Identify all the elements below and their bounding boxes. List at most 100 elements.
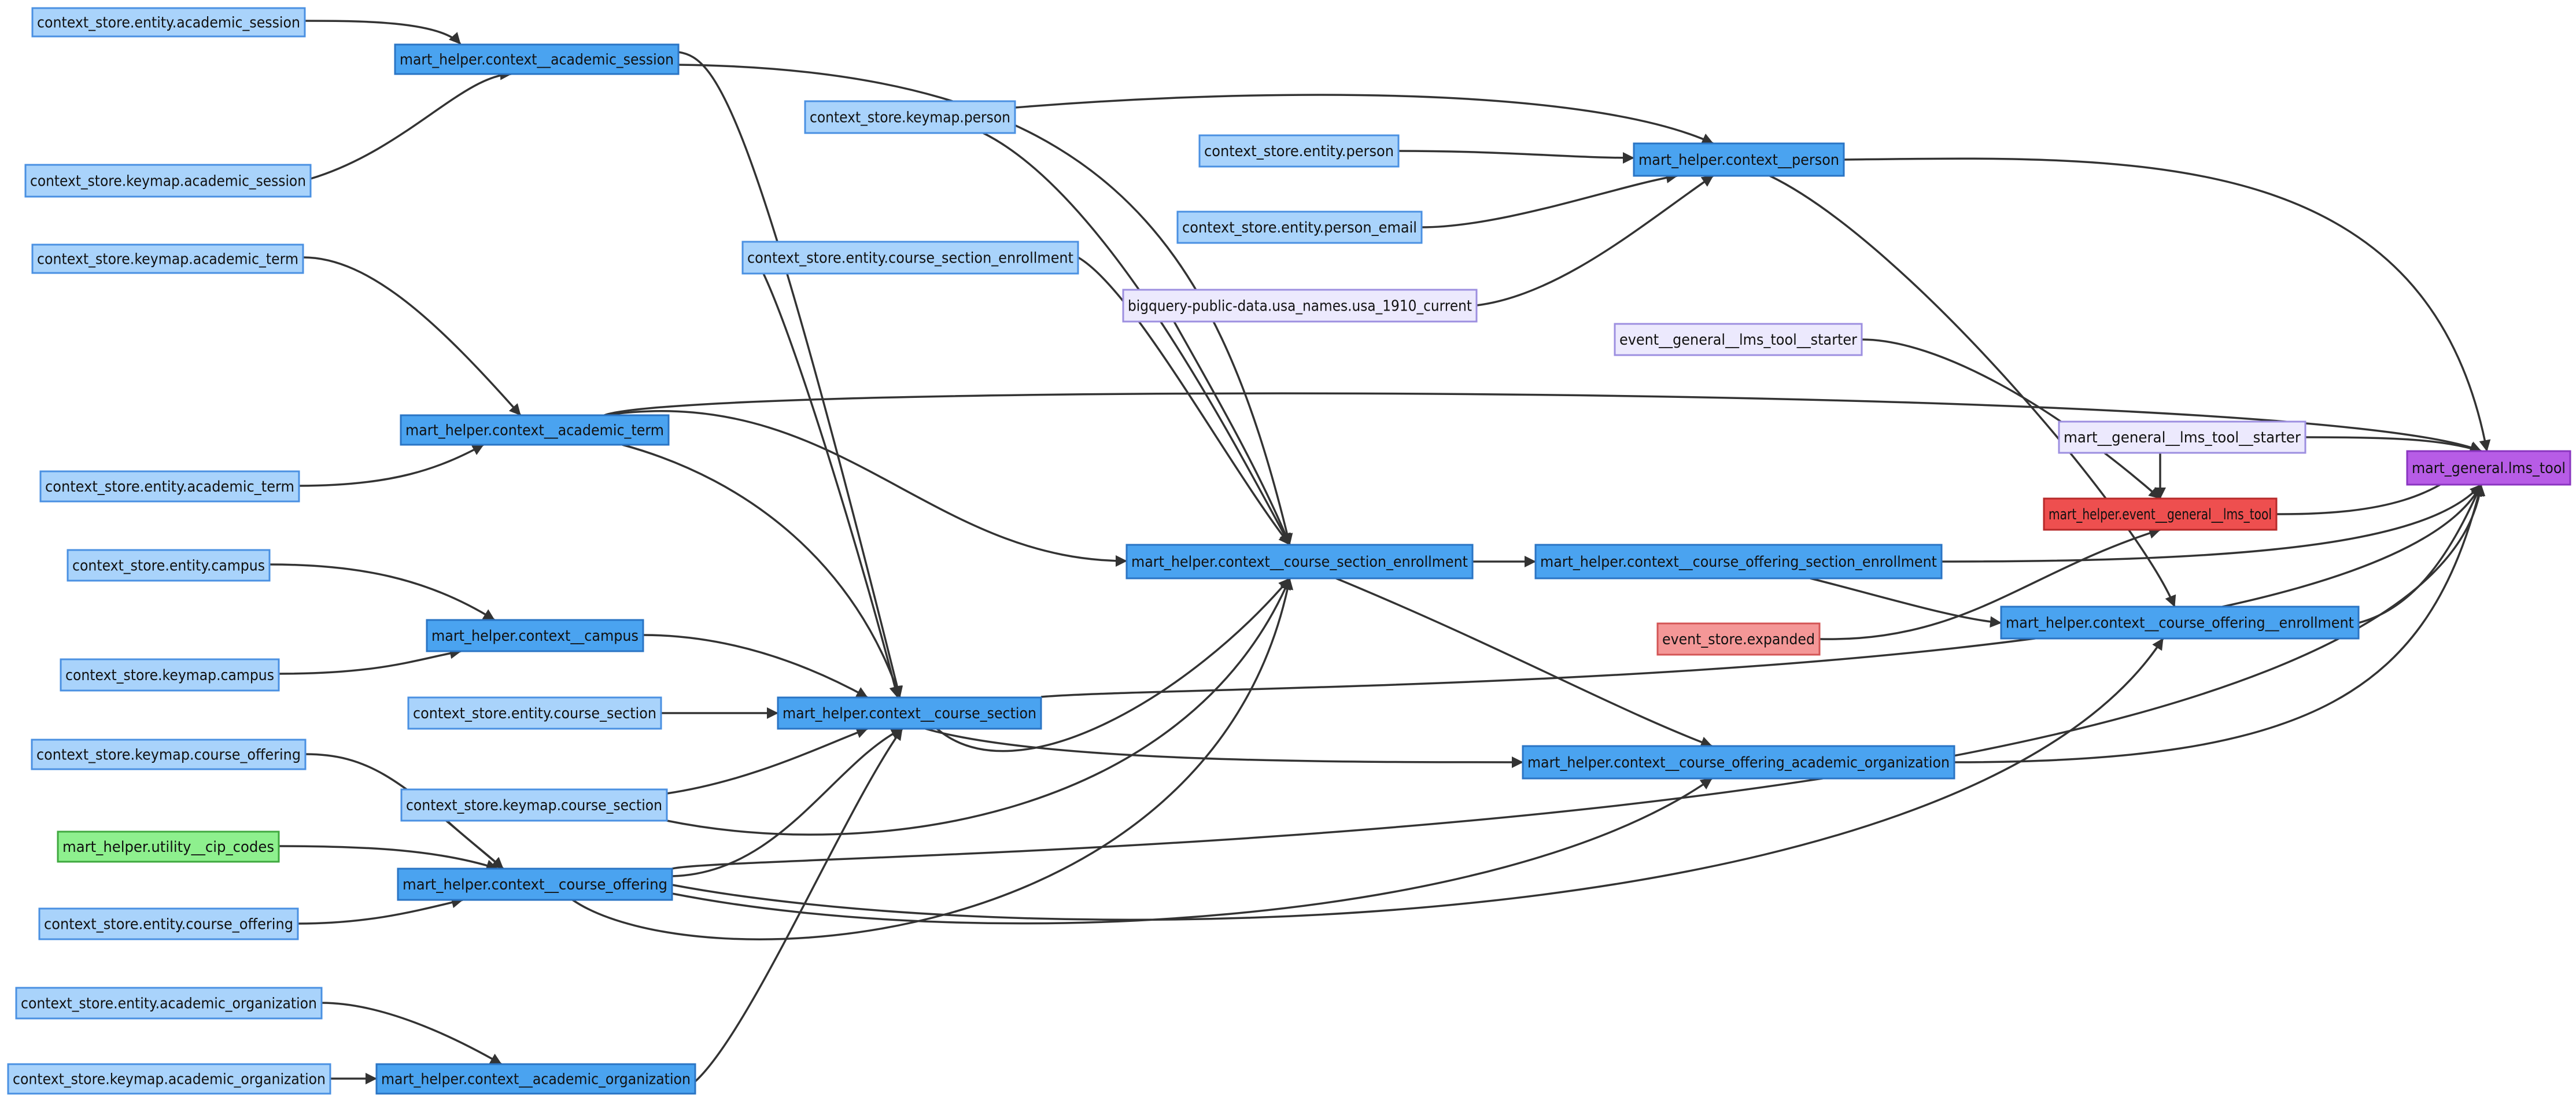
- node-box[interactable]: [31, 739, 307, 770]
- edge-n29-to-n31: [1861, 338, 2161, 500]
- node-box[interactable]: [15, 987, 323, 1020]
- node-box[interactable]: [2406, 450, 2571, 486]
- node-box[interactable]: [777, 696, 1042, 730]
- node-n16[interactable]: context_store.keymap.academic_organizati…: [7, 1063, 331, 1095]
- node-n20[interactable]: context_store.entity.course_section: [407, 696, 662, 730]
- node-label: event_store.expanded: [1662, 631, 1815, 648]
- node-box[interactable]: [1522, 745, 1955, 780]
- edge-n24-to-n25: [1476, 175, 1714, 307]
- node-n14[interactable]: context_store.entity.course_offering: [38, 907, 299, 940]
- edge-n1-to-n2: [304, 20, 462, 45]
- node-label: mart_general.lms_tool: [2412, 460, 2566, 477]
- edge-layer: [269, 20, 2491, 1084]
- node-label: context_store.entity.campus: [72, 558, 265, 575]
- node-box[interactable]: [1614, 323, 1863, 356]
- node-box[interactable]: [426, 619, 644, 652]
- edge-n23-to-n25: [1421, 172, 1678, 228]
- node-label: context_store.entity.academic_organizati…: [21, 995, 317, 1013]
- node-box[interactable]: [2043, 497, 2278, 531]
- node-label: context_store.keymap.person: [810, 109, 1010, 127]
- node-n11[interactable]: context_store.keymap.course_section: [400, 788, 668, 822]
- node-box[interactable]: [1198, 134, 1400, 168]
- node-n17[interactable]: mart_helper.context__academic_organizati…: [375, 1063, 696, 1095]
- node-n27[interactable]: mart_helper.context__course_offering_sec…: [1534, 544, 1943, 579]
- node-n4[interactable]: context_store.keymap.academic_term: [31, 243, 304, 274]
- node-n9[interactable]: context_store.keymap.campus: [60, 658, 280, 692]
- node-n10[interactable]: context_store.keymap.course_offering: [31, 739, 307, 770]
- edge-n3-to-n2: [310, 68, 512, 180]
- node-box[interactable]: [38, 907, 299, 940]
- node-n19[interactable]: context_store.entity.course_section_enro…: [741, 241, 1079, 275]
- edge-n26-to-n28: [1335, 577, 1713, 748]
- node-label: mart_helper.context__academic_term: [405, 422, 664, 440]
- node-n18[interactable]: context_store.keymap.person: [804, 100, 1016, 134]
- edge-n11-to-n21: [666, 727, 868, 795]
- node-box[interactable]: [1122, 289, 1478, 323]
- node-box[interactable]: [1176, 211, 1423, 244]
- node-n23[interactable]: context_store.entity.person_email: [1176, 211, 1423, 244]
- node-box[interactable]: [1534, 544, 1943, 579]
- edge-n5-to-n21: [622, 444, 902, 698]
- node-n21[interactable]: mart_helper.context__course_section: [777, 696, 1042, 730]
- edge-n12-to-n13: [278, 845, 498, 871]
- node-box[interactable]: [60, 658, 280, 692]
- node-n26[interactable]: mart_helper.context__course_section_enro…: [1125, 544, 1474, 579]
- node-box[interactable]: [1656, 622, 1821, 656]
- edge-n2-to-n26: [678, 64, 1293, 545]
- node-box[interactable]: [741, 241, 1079, 275]
- node-n28[interactable]: mart_helper.context__course_offering_aca…: [1522, 745, 1955, 780]
- node-box[interactable]: [24, 164, 312, 198]
- edge-n17-to-n21: [694, 728, 903, 1083]
- node-box[interactable]: [397, 868, 673, 901]
- node-n30[interactable]: mart__general__lms_tool__starter: [2058, 420, 2306, 454]
- node-box[interactable]: [400, 788, 668, 822]
- node-box[interactable]: [1633, 142, 1845, 177]
- node-n33[interactable]: mart_helper.context__course_offering__en…: [2000, 606, 2360, 640]
- node-n15[interactable]: context_store.entity.academic_organizati…: [15, 987, 323, 1020]
- node-n1[interactable]: context_store.entity.academic_session: [31, 7, 306, 38]
- node-n29[interactable]: event__general__lms_tool__starter: [1614, 323, 1863, 356]
- node-box[interactable]: [39, 470, 300, 503]
- node-label: mart_helper.context__course_offering__en…: [2006, 615, 2354, 632]
- node-box[interactable]: [400, 414, 670, 446]
- node-label: mart_helper.context__course_offering_aca…: [1527, 754, 1950, 772]
- node-label: context_store.keymap.campus: [65, 667, 274, 684]
- node-n5[interactable]: mart_helper.context__academic_term: [400, 414, 670, 446]
- edge-n25-to-n33: [1769, 175, 2176, 607]
- edge-n5-to-n26: [604, 410, 1127, 567]
- node-box[interactable]: [375, 1063, 696, 1095]
- node-n13[interactable]: mart_helper.context__course_offering: [397, 868, 673, 901]
- node-n25[interactable]: mart_helper.context__person: [1633, 142, 1845, 177]
- edge-n18-to-n25: [1014, 94, 1714, 145]
- node-n31[interactable]: mart_helper.event__general__lms_tool: [2043, 497, 2278, 531]
- edge-n24-to-n26: [1173, 321, 1291, 545]
- node-box[interactable]: [394, 43, 680, 75]
- node-box[interactable]: [2000, 606, 2360, 640]
- node-box[interactable]: [67, 549, 271, 582]
- node-n6[interactable]: context_store.entity.academic_term: [39, 470, 300, 503]
- node-n12[interactable]: mart_helper.utility__cip_codes: [57, 830, 280, 863]
- edge-n14-to-n13: [297, 896, 463, 925]
- node-box[interactable]: [2058, 420, 2306, 454]
- node-box[interactable]: [31, 7, 306, 38]
- node-box[interactable]: [407, 696, 662, 730]
- node-label: context_store.keymap.academic_session: [30, 173, 306, 190]
- edge-n9-to-n8: [278, 647, 462, 675]
- edge-n2-to-n21: [678, 51, 903, 698]
- node-n2[interactable]: mart_helper.context__academic_session: [394, 43, 680, 75]
- node-n32[interactable]: event_store.expanded: [1656, 622, 1821, 656]
- edge-n11-to-n26: [666, 578, 1291, 836]
- node-n7[interactable]: context_store.entity.campus: [67, 549, 271, 582]
- node-label: context_store.entity.course_offering: [44, 916, 293, 933]
- node-label: mart_helper.utility__cip_codes: [62, 839, 274, 856]
- node-box[interactable]: [31, 243, 304, 274]
- node-box[interactable]: [1125, 544, 1474, 579]
- node-n8[interactable]: mart_helper.context__campus: [426, 619, 644, 652]
- node-box[interactable]: [7, 1063, 331, 1095]
- node-n22[interactable]: context_store.entity.person: [1198, 134, 1400, 168]
- node-n3[interactable]: context_store.keymap.academic_session: [24, 164, 312, 198]
- node-box[interactable]: [804, 100, 1016, 134]
- node-box[interactable]: [57, 830, 280, 863]
- node-n24[interactable]: bigquery-public-data.usa_names.usa_1910_…: [1122, 289, 1478, 323]
- node-n34[interactable]: mart_general.lms_tool: [2406, 450, 2571, 486]
